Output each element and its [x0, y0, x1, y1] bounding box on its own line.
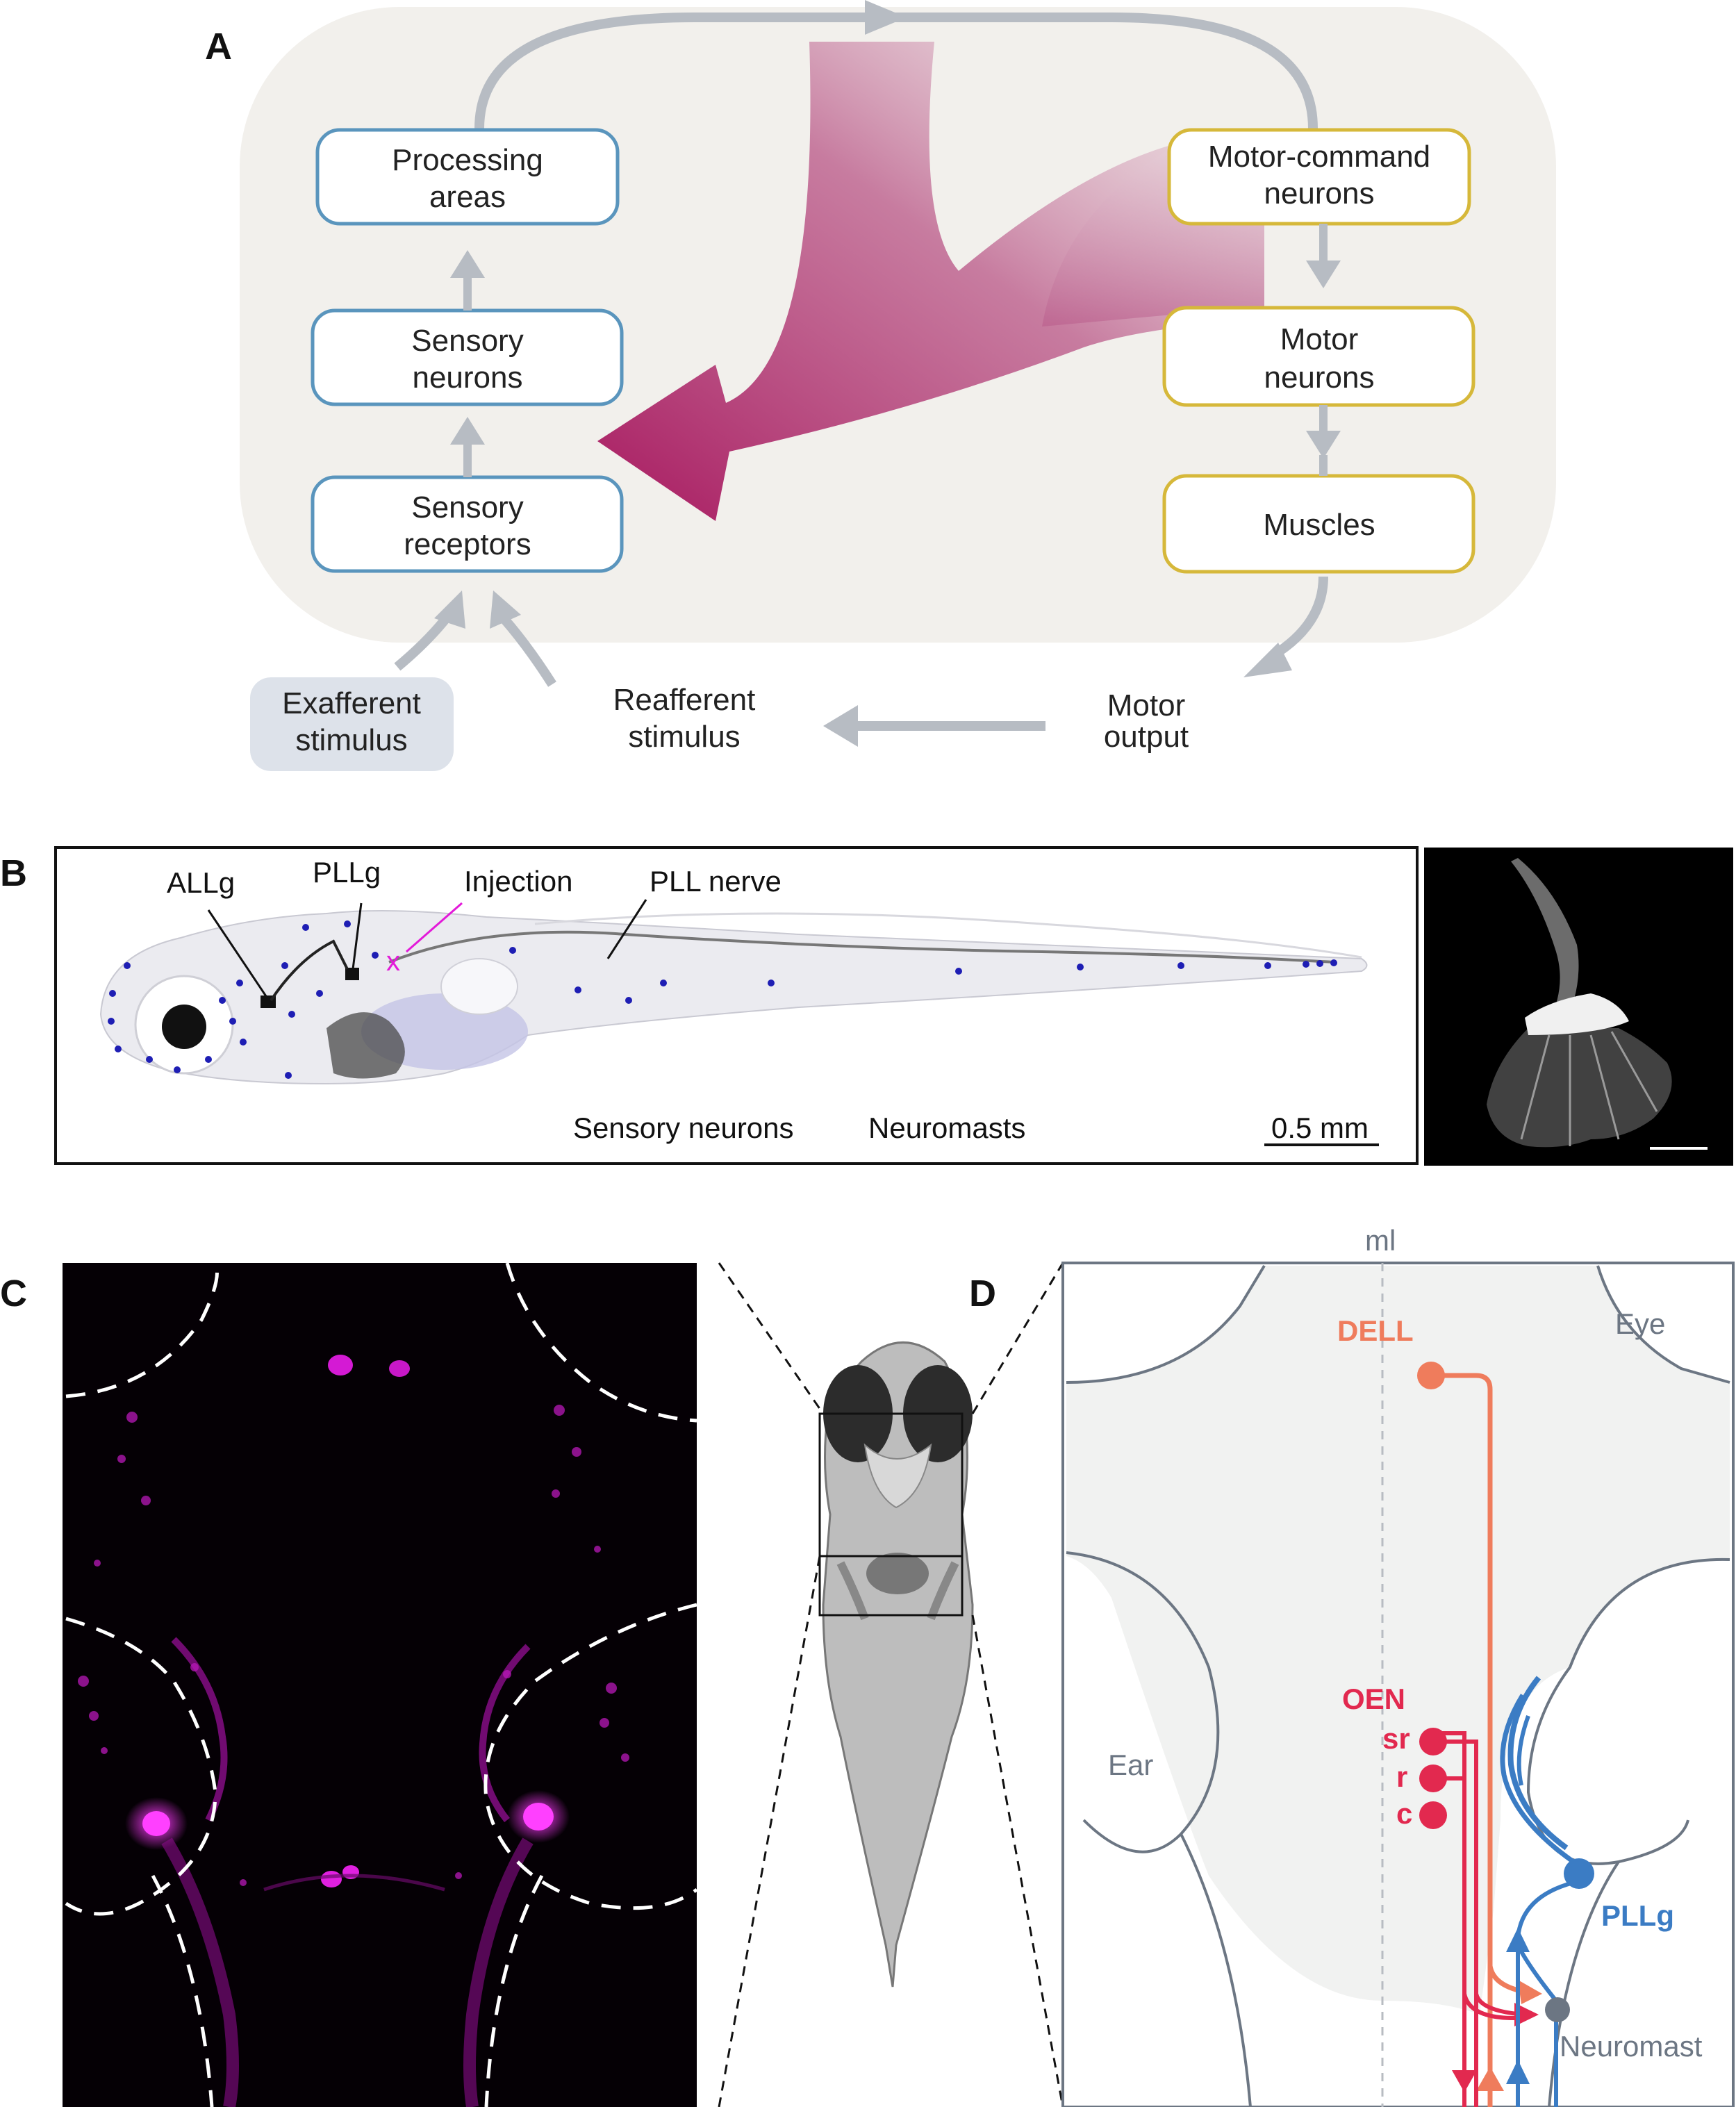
neuromast-cell-image	[1487, 858, 1672, 1148]
oen-c-label: c	[1396, 1797, 1412, 1830]
exafferent-box	[250, 677, 454, 771]
exafferent-line1: Exafferent	[282, 686, 421, 720]
sensory-receptors-line2: receptors	[404, 527, 531, 561]
oen-sr-label: sr	[1382, 1722, 1410, 1755]
eye-label: Eye	[1615, 1307, 1665, 1340]
arrowhead-mc-to-mn	[1306, 261, 1341, 288]
box-muscles: Muscles	[1162, 474, 1475, 574]
larva-illustration	[99, 910, 1368, 1085]
reafferent-line2: stimulus	[628, 720, 740, 754]
oen-neurons	[1419, 1728, 1539, 2107]
injection-mark: x	[386, 946, 400, 977]
arrowhead-output-to-reafferent	[823, 705, 858, 747]
motor-output-line2: output	[1104, 720, 1189, 754]
midline-label: ml	[1365, 1224, 1396, 1257]
zoom-line-d-top	[971, 1262, 1064, 1414]
motor-output-line1: Motor	[1107, 688, 1185, 722]
box-processing-areas: Processing areas	[315, 128, 620, 226]
dorsal-larva-schematic	[822, 1341, 974, 1988]
panel-letter-b: B	[0, 852, 27, 894]
box-motor-neurons: Motor neurons	[1162, 306, 1475, 407]
injection-leader	[406, 902, 463, 953]
processing-line1: Processing	[392, 143, 543, 177]
neuromast-label: Neuromast	[1560, 2030, 1703, 2063]
zoom-box-bottom	[818, 1555, 964, 1617]
motor-neurons-line2: neurons	[1264, 361, 1374, 395]
neuromast-dot	[1545, 1997, 1570, 2022]
dashed-outlines	[65, 1262, 698, 2107]
box-motor-command: Motor-command neurons	[1167, 128, 1471, 226]
oen-r-label: r	[1396, 1760, 1407, 1793]
arrowhead-sn-to-pa	[450, 250, 485, 278]
arrow-muscles-to-output	[1268, 576, 1328, 661]
pllg-neuron	[1500, 1676, 1594, 2107]
arrowhead-reafferent	[490, 590, 521, 629]
brain-outlines	[1066, 1264, 1730, 2107]
arrow-reafferent-to-receptors	[499, 615, 556, 687]
brain-shading	[1066, 1266, 1730, 2015]
scale-bar-label: 0.5 mm	[1271, 1112, 1369, 1144]
motor-neurons-line1: Motor	[1280, 322, 1358, 356]
panel-letter-d: D	[969, 1273, 996, 1314]
ear-label: Ear	[1108, 1749, 1153, 1781]
pllg-d-label: PLLg	[1601, 1899, 1674, 1932]
exafferent-line2: stimulus	[295, 723, 407, 757]
box-sensory-receptors: Sensory receptors	[311, 475, 624, 573]
arrowhead-sr-to-sn	[450, 417, 485, 445]
legend-sensory-neurons: Sensory neurons	[573, 1112, 794, 1144]
legend-neuromasts: Neuromasts	[868, 1112, 1025, 1144]
arrowhead-muscles-to-output	[1243, 643, 1292, 677]
dell-label: DELL	[1337, 1314, 1414, 1347]
motor-command-line2: neurons	[1264, 176, 1374, 210]
panel-letter-a: A	[205, 26, 232, 67]
sensory-neurons-line2: neurons	[412, 361, 522, 395]
pllg-leader	[352, 902, 363, 970]
zoom-line-d-bottom	[971, 1614, 1064, 2107]
motor-command-line1: Motor-command	[1208, 140, 1430, 174]
zoom-line-c-bottom	[718, 1555, 821, 2107]
injection-label: Injection	[464, 865, 572, 898]
efference-copy-arrow	[597, 42, 1264, 521]
arrowhead-mn-to-mu	[1306, 431, 1341, 458]
dell-neuron	[1417, 1362, 1542, 2107]
pll-nerve-label: PLL nerve	[650, 865, 782, 898]
oen-label: OEN	[1342, 1683, 1405, 1715]
pllg-label: PLLg	[313, 856, 381, 889]
panel-letter-c: C	[0, 1273, 27, 1314]
box-sensory-neurons: Sensory neurons	[311, 308, 624, 406]
arrowhead-exafferent	[434, 590, 465, 629]
confocal-signal	[78, 1355, 629, 2107]
sensory-receptors-line1: Sensory	[411, 490, 523, 524]
muscles-label: Muscles	[1263, 508, 1375, 542]
reafferent-line1: Reafferent	[613, 683, 756, 717]
top-loop-arrowhead	[865, 0, 907, 35]
confocal-image	[63, 1263, 697, 2107]
allg-label: ALLg	[167, 866, 235, 899]
processing-line2: areas	[429, 180, 506, 214]
zoom-line-c-top	[718, 1262, 825, 1414]
sensory-neurons-line1: Sensory	[411, 324, 523, 358]
pll-nerve-leader	[606, 899, 647, 959]
allg-leader	[207, 909, 269, 999]
